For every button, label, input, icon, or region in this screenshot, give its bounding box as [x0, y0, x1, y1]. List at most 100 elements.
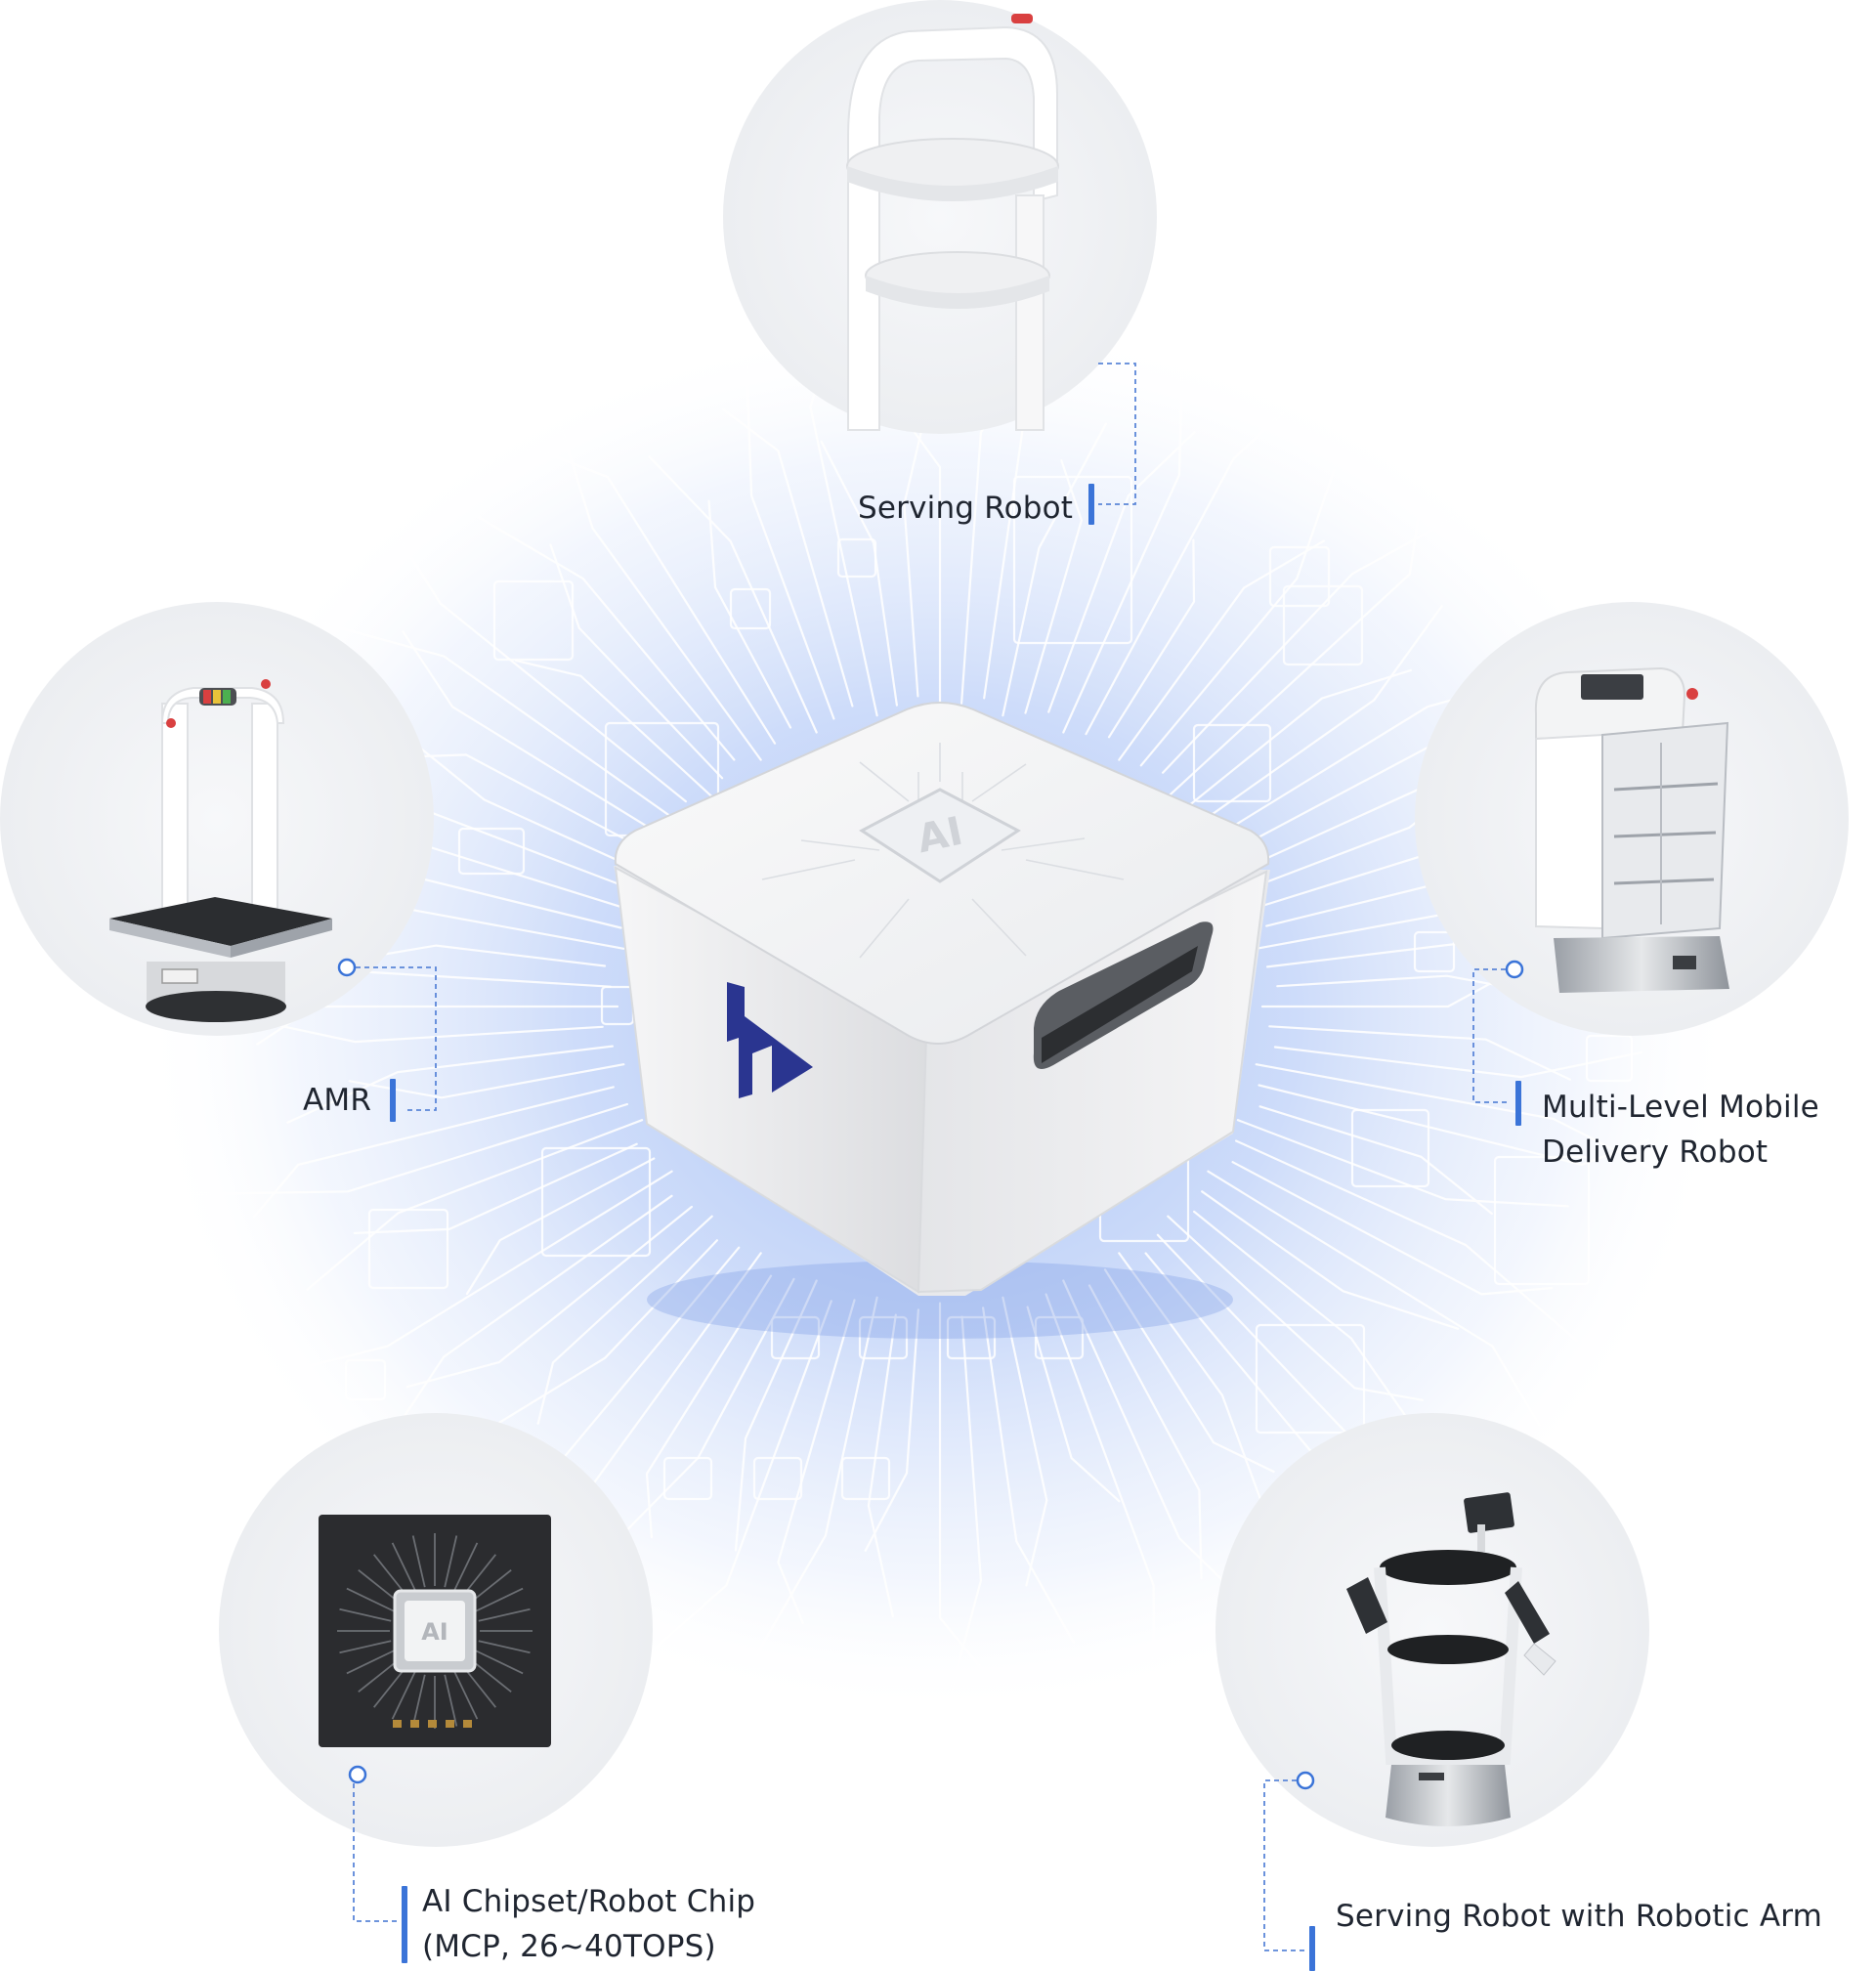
circuit-trace — [353, 1142, 638, 1234]
circuit-trace — [465, 1157, 656, 1296]
ai-chipset-icon: AI — [319, 1515, 551, 1747]
chip-trace — [339, 1640, 392, 1654]
circuit-trace — [549, 543, 724, 780]
circuit-trace — [478, 516, 736, 761]
circuit-pad — [492, 579, 575, 662]
connector-anchors — [337, 958, 1524, 1790]
circuit-trace — [938, 1302, 985, 1672]
amr-label: AMR — [303, 1083, 372, 1118]
circuit-trace — [1047, 431, 1196, 713]
circuit-trace — [1167, 507, 1421, 798]
circuit-pad — [1034, 1315, 1085, 1360]
chip-trace — [478, 1640, 531, 1654]
circuit-pad — [1585, 1034, 1634, 1083]
chip-trace — [391, 1542, 416, 1591]
circuit-trace — [645, 1274, 773, 1539]
chip-trace — [358, 1568, 401, 1605]
chip-trace — [372, 1554, 408, 1597]
chip-trace — [346, 1650, 395, 1675]
circuit-trace — [238, 1170, 673, 1385]
circuit-trace — [1087, 1284, 1203, 1580]
chip-trace — [444, 1535, 458, 1588]
box-chip-ai-text: AI — [914, 809, 966, 863]
chip-trace — [346, 1587, 395, 1612]
circuit-pad — [1192, 723, 1272, 803]
chip-trace — [475, 1650, 524, 1675]
chip-ai-text: AI — [421, 1618, 448, 1646]
circuit-trace — [707, 499, 792, 729]
chip-trace — [469, 1657, 512, 1693]
multi-level-robot-label-bar — [1515, 1081, 1521, 1126]
chip-trace — [339, 1607, 392, 1622]
chip-trace — [453, 1542, 479, 1591]
brand-logo-icon — [727, 982, 813, 1098]
serving-robot-robotic-arm-icon — [1346, 1492, 1556, 1826]
chip-trace — [411, 1535, 426, 1588]
circuit-trace — [648, 455, 818, 734]
circuit-trace — [1236, 1119, 1569, 1208]
circuit-trace — [362, 480, 687, 803]
circuit-trace — [1139, 469, 1336, 767]
circuit-trace — [193, 1102, 628, 1195]
circuit-pad — [836, 537, 877, 578]
circuit-trace — [1273, 1046, 1643, 1079]
ai-chipset-label: AI Chipset/Robot Chip (MCP, 26~40TOPS) — [422, 1884, 756, 1964]
circuit-trace — [1118, 539, 1325, 761]
circuit-trace — [1002, 422, 1107, 717]
circuit-trace — [405, 1205, 693, 1389]
circuit-trace — [982, 1307, 1075, 1644]
serving-robot-label-bar — [1088, 484, 1094, 525]
circuit-trace — [1187, 668, 1412, 808]
serving-robot-label: Serving Robot — [858, 491, 1074, 526]
circuit-pad — [1350, 1108, 1430, 1188]
circuit-trace — [777, 1299, 856, 1624]
circuit-trace — [722, 408, 854, 707]
circuit-trace — [286, 1045, 614, 1124]
chip-trace — [461, 1554, 497, 1597]
circuit-trace — [402, 630, 673, 843]
circuit-trace — [1207, 605, 1443, 819]
circuit-trace — [1118, 1252, 1272, 1528]
circuit-trace — [1045, 1293, 1156, 1728]
circuit-trace — [745, 355, 835, 720]
circuit-trace — [864, 1308, 919, 1552]
chip-trace — [453, 1671, 479, 1720]
circuit-trace — [655, 1300, 832, 1649]
ai-edge-box-device: AI — [614, 702, 1270, 1339]
circuit-trace — [1107, 538, 1196, 739]
ai-chipset-label-bar — [402, 1886, 407, 1963]
circuit-trace — [867, 1313, 897, 1618]
robotic-arm-circle — [1215, 1413, 1649, 1847]
circuit-trace — [1258, 1105, 1493, 1215]
circuit-trace — [1235, 1139, 1578, 1342]
chip-trace — [461, 1665, 497, 1708]
chip-trace — [478, 1607, 531, 1622]
circuit-pad — [540, 1146, 652, 1258]
circuit-trace — [1103, 1268, 1275, 1474]
circuit-trace — [943, 1315, 983, 1718]
amr-label-bar — [390, 1079, 396, 1122]
circuit-pad — [770, 1315, 821, 1360]
circuit-pad — [1493, 1155, 1591, 1286]
amr-robot-icon — [109, 679, 332, 1022]
serving-robot-circle — [723, 0, 1157, 434]
circuit-pad — [344, 1358, 387, 1401]
circuit-trace — [536, 1215, 713, 1425]
dashed-connectors — [347, 363, 1514, 1951]
circuit-trace — [1162, 500, 1484, 774]
circuit-pad — [1413, 930, 1456, 973]
circuit-trace — [1085, 357, 1343, 736]
circuit-trace — [306, 1119, 644, 1291]
circuit-pad — [858, 1315, 909, 1360]
chip-trace — [391, 1671, 416, 1720]
chip-trace — [358, 1657, 401, 1693]
circuit-trace — [734, 1279, 818, 1552]
multi-level-robot-label: Multi-Level Mobile Delivery Robot — [1542, 1090, 1819, 1170]
circuit-pad — [662, 1456, 713, 1501]
circuit-trace — [540, 450, 777, 745]
serving-robot-icon — [846, 14, 1059, 431]
chip-trace — [475, 1587, 524, 1612]
robotic-arm-label-bar — [1309, 1926, 1315, 1971]
circuit-pad — [457, 827, 526, 876]
